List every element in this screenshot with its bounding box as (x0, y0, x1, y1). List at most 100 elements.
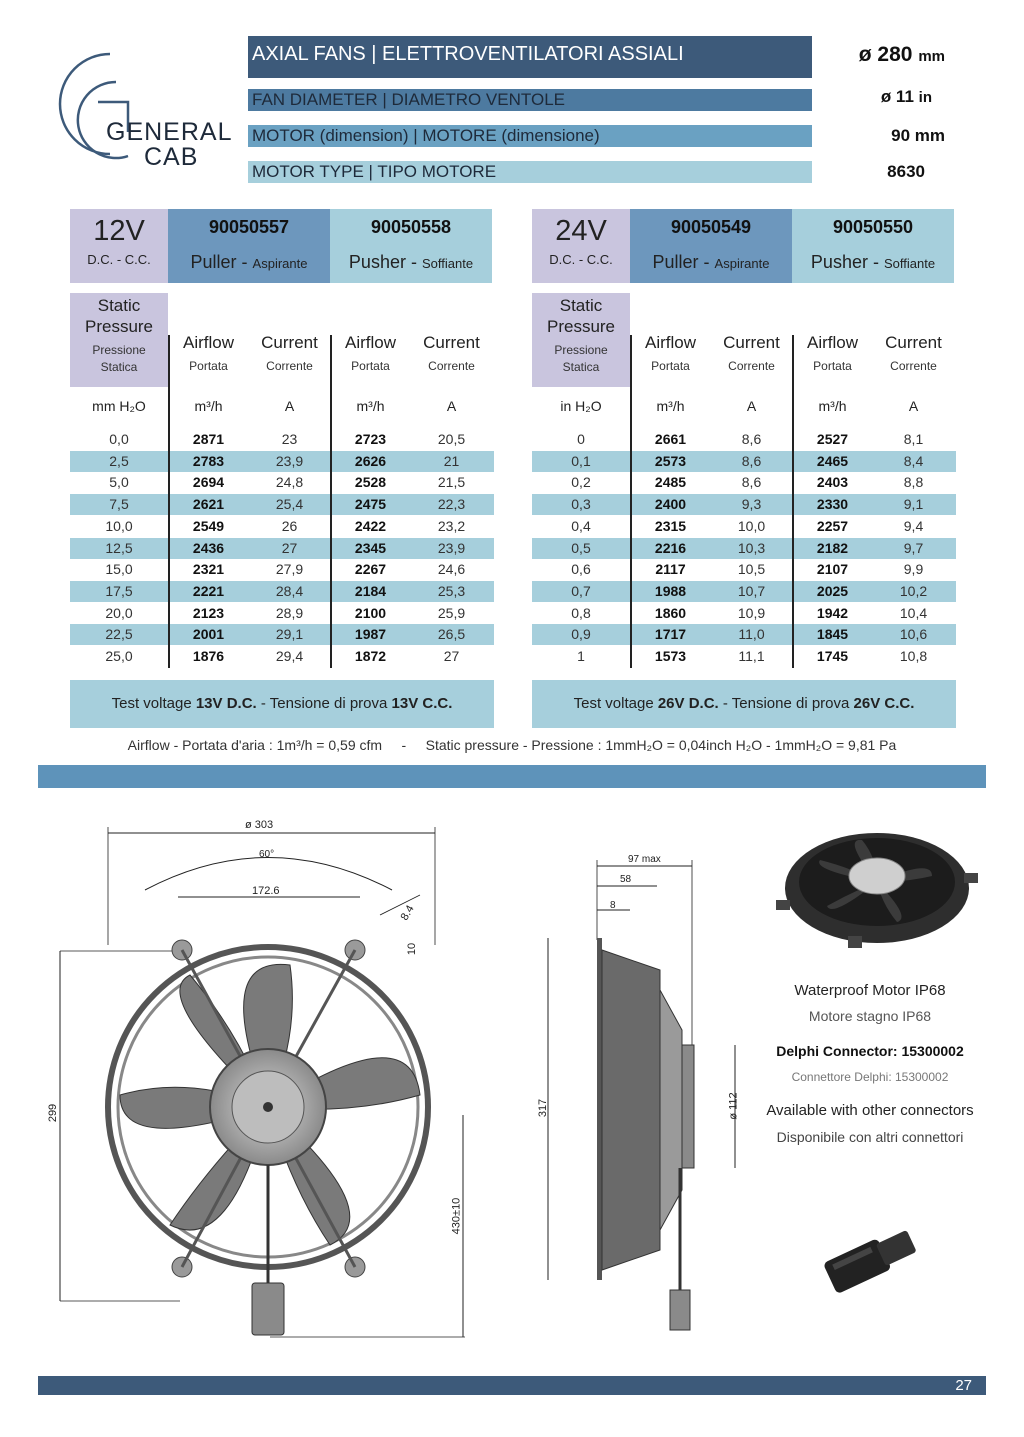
test-voltage-note: Test voltage 26V D.C. - Tensione di prov… (532, 680, 956, 728)
table-cell: 8,1 (903, 431, 924, 447)
dim-hub-112: ø 112 (727, 1092, 740, 1120)
table-cell: 0,6 (571, 561, 591, 578)
table-cell: 2475 (354, 496, 387, 513)
table-cell: 1745 (816, 648, 849, 664)
col-header-airflow: Airflow Portata (168, 333, 249, 373)
current-label: Current (261, 333, 318, 352)
col-header-airflow: Airflow Portata (630, 333, 711, 373)
product-code-cell-2: 90050558 Pusher - Soffiante (330, 209, 492, 283)
table-cell: 24,6 (437, 561, 466, 578)
current-label: Current (423, 333, 480, 352)
table-cell: 2123 (192, 604, 225, 621)
test-voltage-note: Test voltage 13V D.C. - Tensione di prov… (70, 680, 494, 728)
table-cell: 1988 (654, 582, 687, 599)
current-sub: Corrente (890, 359, 937, 373)
table-cell: 2783 (192, 452, 225, 469)
table-cell: 0,2 (571, 474, 591, 491)
col-header-current: Current Corrente (411, 333, 492, 373)
mode-label: Pusher - Soffiante (348, 252, 474, 272)
current-label: Current (723, 333, 780, 352)
table-cell: 22,3 (437, 496, 466, 513)
row-stripe (70, 494, 494, 516)
table-cell: 2001 (192, 626, 225, 643)
table-cell: 0,7 (571, 582, 591, 599)
airflow-sub: Portata (351, 359, 390, 373)
header-fan-diameter-bar: FAN DIAMETER | DIAMETRO VENTOLE (248, 89, 812, 111)
mode-label: Puller - Aspirante (190, 252, 308, 272)
current-sub: Corrente (728, 359, 775, 373)
product-code-cell-1: 90050557 Puller - Aspirante (168, 209, 330, 283)
table-cell: 2465 (816, 452, 849, 469)
test-text-c: - Tensione di prova (256, 695, 392, 712)
divider-line (330, 335, 332, 668)
table-cell: 9,9 (903, 561, 924, 578)
table-cell: 2422 (354, 517, 387, 534)
current-label: Current (885, 333, 942, 352)
row-stripe (532, 624, 956, 646)
row-stripe (532, 494, 956, 516)
row-stripe (532, 580, 956, 602)
sp-sub-1: Pressione (554, 343, 608, 357)
sp-label-1: Static (97, 296, 141, 315)
table-cell: 29,4 (275, 648, 304, 664)
col-header-airflow: Airflow Portata (330, 333, 411, 373)
voltage-cell: 24V D.C. - C.C. (532, 209, 630, 283)
dim-diameter-303: ø 303 (245, 819, 274, 831)
table-cell: 2216 (654, 539, 687, 556)
table-cell: 2436 (192, 539, 225, 556)
airflow-label: Airflow (344, 333, 396, 352)
table-cell: 2400 (654, 496, 687, 513)
spec-table-24v: 24V D.C. - C.C. 90050549 Puller - Aspira… (532, 209, 956, 729)
table-cell: 29,1 (275, 626, 304, 643)
mode-en: Puller (190, 252, 237, 272)
table-cell: 8,6 (741, 431, 762, 447)
airflow-sub: Portata (189, 359, 228, 373)
table-cell: 8,8 (903, 474, 924, 491)
connector-en: Delphi Connector: 15300002 (776, 1043, 964, 1059)
dim-97-max: 97 max (628, 854, 661, 865)
table-cell: 7,5 (109, 496, 129, 513)
table-cell: 2661 (654, 431, 687, 447)
unit-flow: m³/h (656, 398, 685, 414)
col-header-current: Current Corrente (873, 333, 954, 373)
table-cell: 1942 (816, 604, 849, 621)
table-cell: 2527 (816, 431, 849, 447)
table-cell: 23 (281, 431, 298, 447)
airflow-label: Airflow (182, 333, 234, 352)
mode-it: Soffiante (883, 256, 936, 271)
table-cell: 11,0 (738, 626, 765, 643)
table-cell: 26,5 (437, 626, 466, 643)
table-cell: 25,3 (437, 582, 466, 599)
unit-current: A (746, 398, 757, 414)
table-cell: 10,4 (899, 604, 928, 621)
front-view-drawing: ø 303 60° 172.6 8.4 10 299 430±10 (40, 815, 520, 1355)
table-cell: 10,9 (737, 604, 766, 621)
divider-line (792, 335, 794, 668)
connector-it: Connettore Delphi: 15300002 (791, 1070, 949, 1084)
page-footer-band: 27 (38, 1376, 986, 1395)
table-cell: 21,5 (437, 474, 466, 491)
table-cell: 0,9 (571, 626, 591, 643)
header-title-bar: AXIAL FANS | ELETTROVENTILATORI ASSIALI (248, 36, 812, 78)
product-code: 90050557 (208, 217, 290, 237)
table-cell: 2321 (192, 561, 225, 578)
table-cell: 25,0 (105, 648, 133, 664)
table-cell: 2573 (654, 452, 687, 469)
table-cell: 2100 (354, 604, 387, 621)
unit-flow: m³/h (194, 398, 223, 414)
table-cell: 8,6 (741, 474, 762, 491)
airflow-sub: Portata (651, 359, 690, 373)
table-cell: 23,9 (275, 452, 304, 469)
table-cell: 2528 (354, 474, 387, 491)
divider-band (38, 765, 986, 788)
dim-height-299: 299 (47, 1103, 60, 1123)
sp-label-2: Pressure (546, 317, 616, 336)
